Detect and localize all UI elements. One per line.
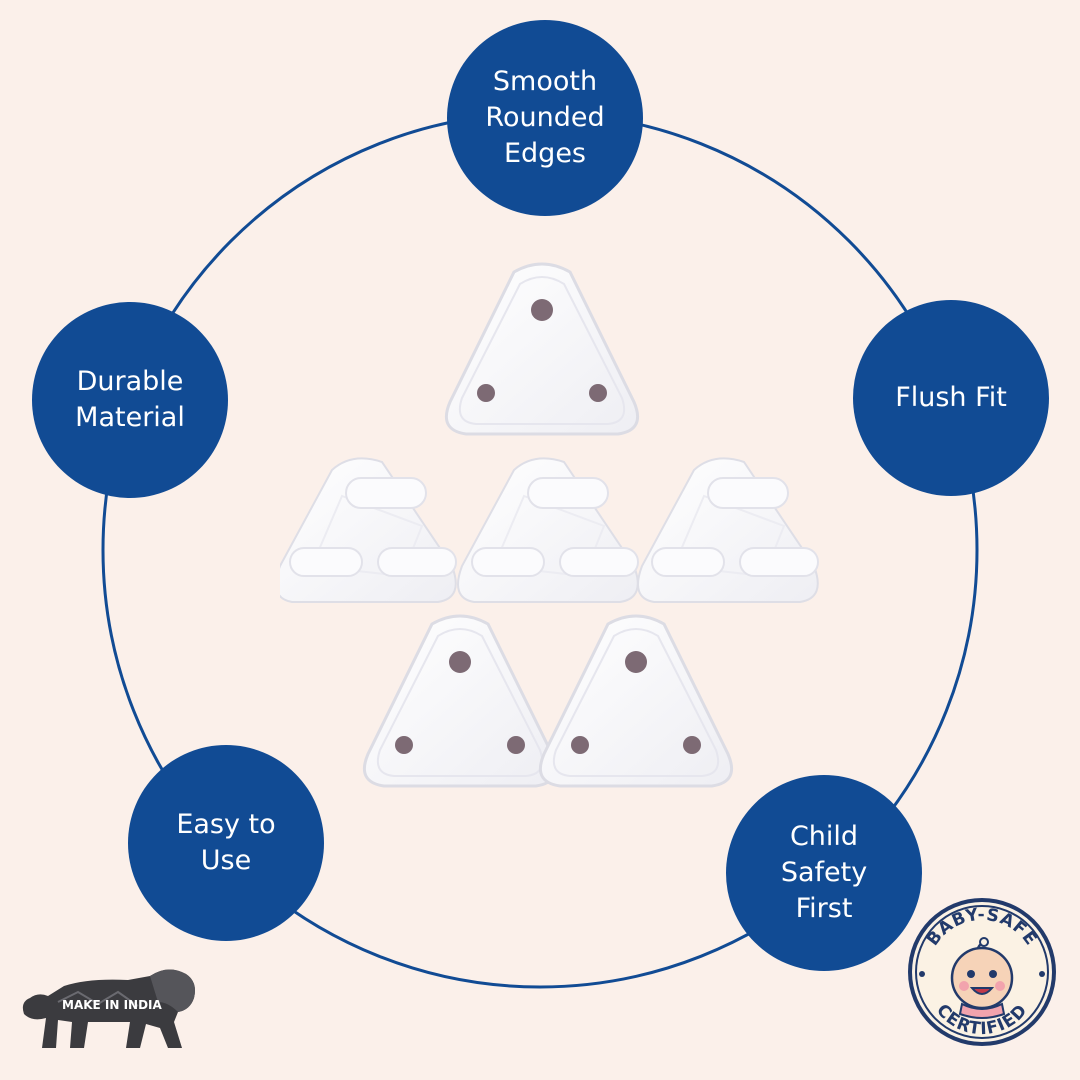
make-in-india-text: MAKE IN INDIA — [62, 998, 163, 1012]
baby-face-icon — [950, 937, 1014, 1019]
feature-smooth-rounded-edges: Smooth Rounded Edges — [447, 20, 643, 216]
feature-durable-material: Durable Material — [32, 302, 228, 498]
feature-label: Durable Material — [75, 366, 185, 433]
feature-label: Smooth Rounded Edges — [485, 66, 605, 169]
feature-label: Easy to Use — [176, 809, 276, 876]
feature-label: Flush Fit — [895, 382, 1007, 413]
feature-child-safety-first: Child Safety First — [726, 775, 922, 971]
baby-safe-certified-badge: BABY-SAFE CERTIFIED — [908, 898, 1056, 1046]
make-in-india-logo: MAKE IN INDIA — [22, 969, 195, 1048]
feature-easy-to-use: Easy to Use — [128, 745, 324, 941]
lion-icon — [22, 969, 195, 1048]
feature-label: Child Safety First — [780, 821, 868, 924]
socket-covers-image — [280, 262, 819, 788]
feature-flush-fit: Flush Fit — [853, 300, 1049, 496]
